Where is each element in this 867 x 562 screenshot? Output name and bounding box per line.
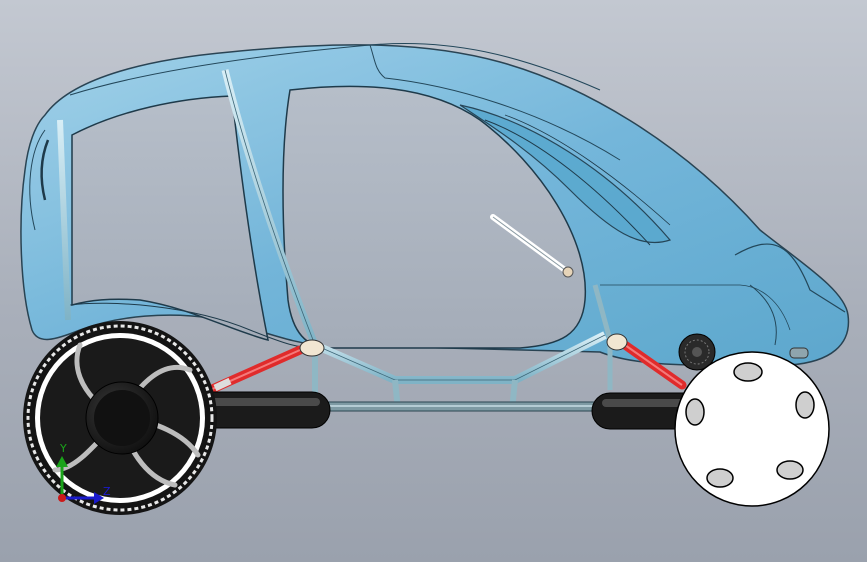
rear-wheel[interactable] (23, 321, 217, 515)
side-window (282, 85, 587, 349)
triad-z-label: Z (103, 485, 111, 498)
triad-y-arrow (56, 456, 68, 467)
front-swing-arm[interactable] (591, 392, 703, 430)
coordinate-triad: Y Z (56, 442, 111, 504)
rear-shock-absorber[interactable] (205, 339, 325, 395)
front-shock-absorber[interactable] (606, 333, 687, 390)
triad-z-arrow (94, 492, 104, 504)
front-wheel[interactable] (674, 351, 830, 507)
body-crease (69, 302, 326, 349)
triad-origin (58, 494, 66, 502)
triad-y-label: Y (59, 442, 67, 455)
rear-window (71, 95, 269, 342)
drive-motor[interactable] (678, 333, 809, 371)
